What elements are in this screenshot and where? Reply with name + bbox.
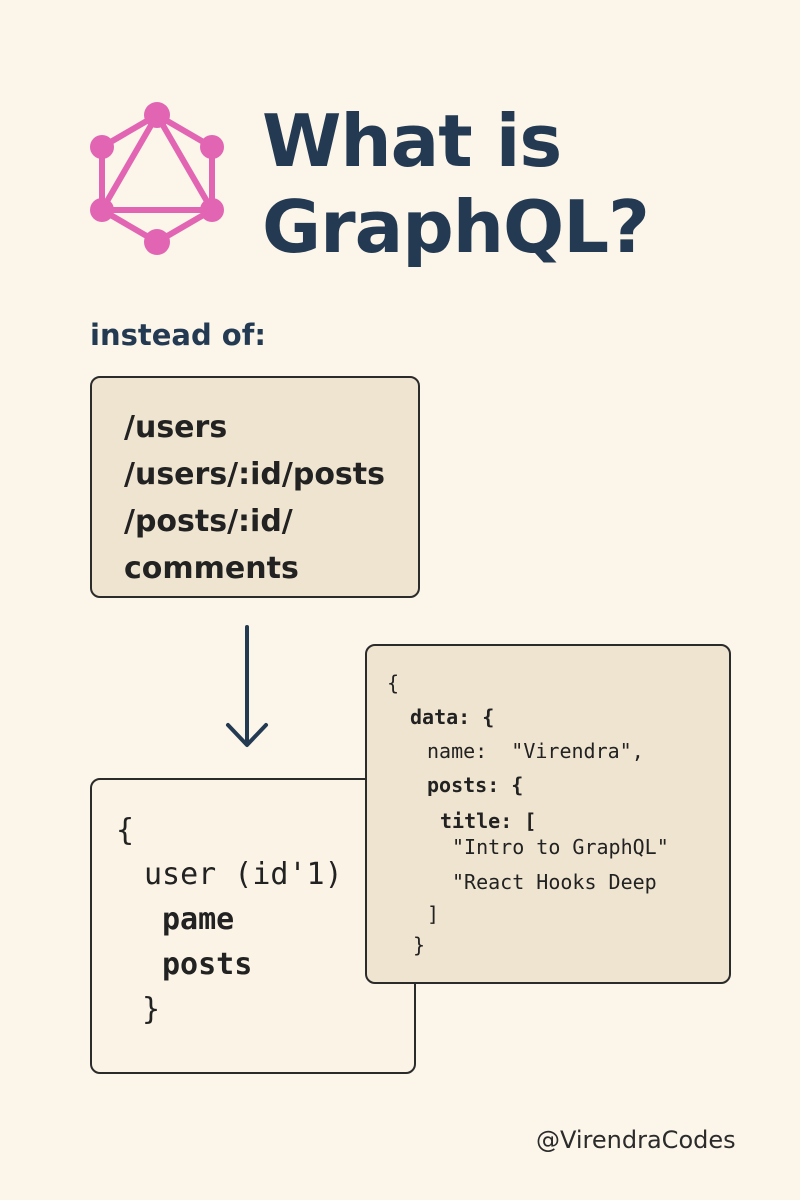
response-line: {	[387, 671, 400, 695]
instead-of-label: instead of:	[90, 318, 266, 352]
query-line: user (id'1)	[144, 857, 343, 892]
response-line: posts: {	[427, 773, 524, 797]
rest-endpoints-box: /users /users/:id/posts /posts/:id/ comm…	[90, 376, 420, 598]
page-title: What is GraphQL?	[262, 98, 650, 270]
response-line: name: "Virendra",	[427, 739, 644, 763]
query-line: pame	[162, 902, 235, 937]
query-line: }	[142, 992, 161, 1027]
graphql-logo-icon	[90, 102, 224, 255]
response-line: }	[413, 933, 426, 957]
response-line: "React Hooks Deep	[452, 870, 657, 894]
rest-endpoint-post-comments: /posts/:id/	[124, 504, 293, 539]
query-line: posts	[162, 947, 253, 982]
response-line: "Intro to GraphQL"	[452, 835, 669, 859]
page-title-line-1: What is	[262, 99, 562, 183]
rest-endpoint-users: /users	[124, 410, 228, 445]
response-line: data: {	[410, 705, 495, 729]
query-line: {	[116, 813, 135, 848]
graphql-response-box: { data: { name: "Virendra", posts: { tit…	[365, 644, 731, 984]
response-line: ]	[427, 902, 440, 926]
graphql-query-box: { user (id'1) pame posts }	[90, 778, 416, 1074]
rest-endpoint-post-comments-cont: comments	[124, 551, 299, 586]
arrow-down-icon	[226, 625, 268, 747]
author-handle: @VirendraCodes	[536, 1126, 736, 1154]
page-title-line-2: GraphQL?	[262, 185, 650, 269]
rest-endpoint-user-posts: /users/:id/posts	[124, 457, 385, 492]
response-line: title: [	[440, 809, 537, 833]
